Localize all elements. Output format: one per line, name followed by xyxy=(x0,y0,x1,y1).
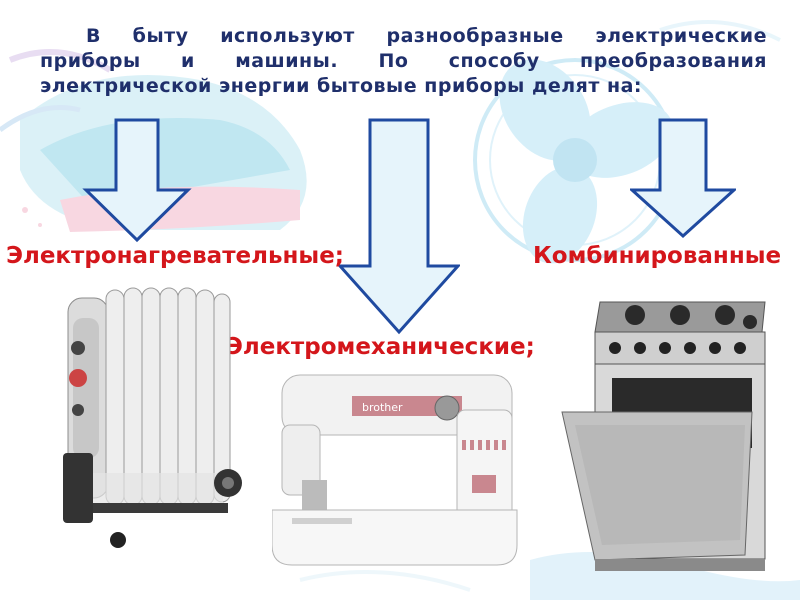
arrow-down-combined xyxy=(630,118,736,239)
sewing-machine-image: brother xyxy=(272,374,518,566)
radiator-image xyxy=(63,287,242,548)
category-combined: Комбинированные xyxy=(533,243,782,269)
category-heating: Электронагревательные; xyxy=(6,243,344,269)
fan-background-image xyxy=(473,20,781,264)
intro-text: В быту используют разнообразные электрич… xyxy=(40,25,767,97)
stove-image xyxy=(561,301,766,571)
arrow-down-heating xyxy=(82,118,192,243)
category-mechanical: Электромеханические; xyxy=(226,334,535,360)
brand-label: brother xyxy=(362,401,403,414)
arrow-down-mechanical xyxy=(338,118,460,335)
intro-paragraph: В быту используют разнообразные электрич… xyxy=(40,24,767,99)
